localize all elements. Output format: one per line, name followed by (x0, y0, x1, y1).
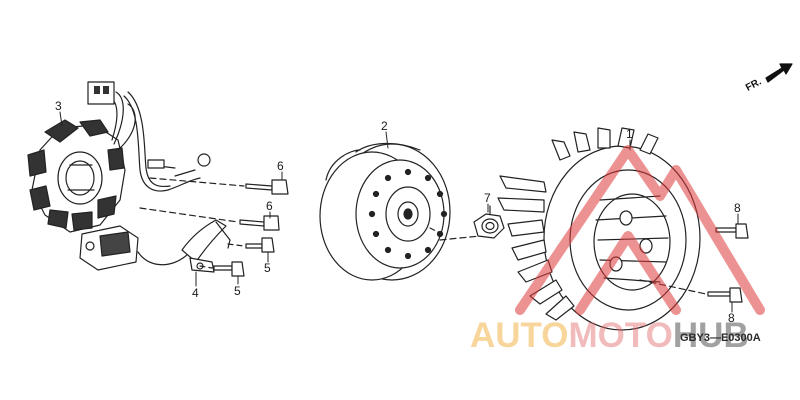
bolt-5-lower (199, 261, 245, 277)
flywheel (319, 142, 481, 281)
callout-1: 1 (626, 127, 633, 141)
diagram-code: GBY3—E0300A (680, 332, 761, 344)
bolt-6-lower (139, 207, 280, 231)
bolt-5-upper (227, 237, 275, 253)
watermark-text: AUTOMOTOHUB (470, 316, 749, 356)
callout-5-upper: 5 (264, 261, 271, 275)
callout-6-upper: 6 (277, 159, 284, 173)
callout-3: 3 (55, 99, 62, 113)
callout-6-lower: 6 (266, 199, 273, 213)
callout-4: 4 (192, 286, 199, 300)
callout-8-upper: 8 (734, 201, 741, 215)
callout-8-lower: 8 (728, 311, 735, 325)
stator-assembly (27, 81, 211, 271)
watermark-part-3: HUB (672, 316, 749, 355)
flange-nut (473, 205, 505, 239)
callout-2: 2 (381, 119, 388, 133)
front-arrow-icon (765, 63, 793, 83)
watermark-part-1: AUTO (470, 316, 569, 355)
watermark-triangle (515, 145, 765, 315)
callout-5-lower: 5 (234, 284, 241, 298)
watermark-part-2: MOTO (568, 316, 673, 355)
leader-lines (59, 111, 739, 313)
bolt-8-lower (639, 279, 743, 303)
callout-7: 7 (484, 191, 491, 205)
cable-clamp (181, 219, 231, 273)
bolt-6-upper (149, 177, 289, 195)
